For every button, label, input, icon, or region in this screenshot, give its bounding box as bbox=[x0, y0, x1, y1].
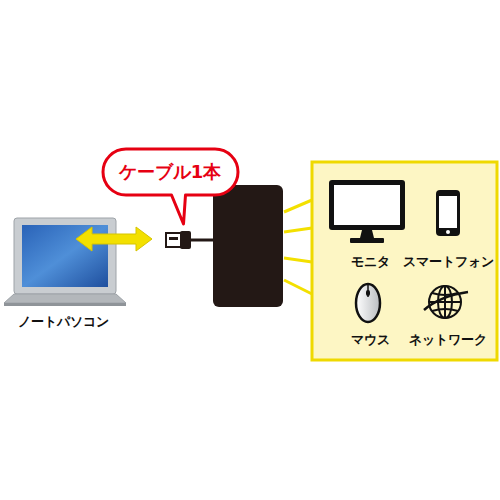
usb-hub bbox=[213, 185, 283, 307]
monitor-icon bbox=[329, 180, 405, 243]
laptop-label: ノートパソコン bbox=[18, 313, 109, 331]
fan-lines bbox=[284, 200, 312, 294]
device-panel bbox=[312, 162, 497, 360]
double-arrow bbox=[76, 227, 152, 251]
usb-cable bbox=[166, 231, 214, 249]
bubble-text: ケーブル1本 bbox=[119, 160, 222, 184]
device-label: マウス bbox=[351, 331, 390, 349]
device-label: スマートフォン bbox=[403, 253, 494, 271]
bubble-shape bbox=[103, 149, 238, 224]
smartphone-icon bbox=[436, 190, 460, 236]
device-label: ネットワーク bbox=[409, 331, 487, 349]
mouse-icon bbox=[356, 284, 380, 322]
speech-bubble: ケーブル1本 bbox=[103, 149, 238, 195]
laptop-icon bbox=[4, 218, 126, 306]
device-label: モニタ bbox=[351, 253, 390, 271]
network-globe-icon bbox=[424, 286, 468, 318]
